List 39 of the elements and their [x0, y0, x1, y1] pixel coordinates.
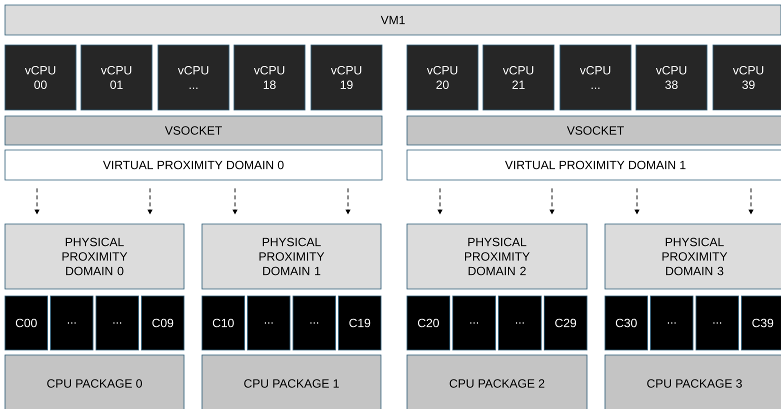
socket-bar: VSOCKET — [4, 116, 382, 146]
core-box: C39 — [741, 296, 781, 350]
core-box: C00 — [4, 296, 48, 350]
package-box: CPU PACKAGE 1 — [202, 354, 382, 409]
domain-box: PHYSICAL PROXIMITY DOMAIN 2 — [406, 224, 588, 290]
vcpu-box: vCPU ... — [158, 44, 230, 110]
socket-bar: VSOCKET — [406, 116, 781, 146]
core-box: ... — [96, 296, 139, 350]
core-box: C29 — [544, 296, 588, 350]
core-box: ... — [696, 296, 739, 350]
core-box: C09 — [141, 296, 184, 350]
core-box: C30 — [604, 296, 648, 350]
core-box: C10 — [202, 296, 245, 350]
core-box: ... — [650, 296, 694, 350]
vcpu-box: vCPU 39 — [712, 44, 781, 110]
domain-box: PHYSICAL PROXIMITY DOMAIN 1 — [202, 224, 382, 290]
vm-bar: VM1 — [4, 4, 781, 36]
vcpu-box: vCPU 38 — [636, 44, 708, 110]
core-box: ... — [247, 296, 290, 350]
core-box: ... — [292, 296, 336, 350]
domain-box: PHYSICAL PROXIMITY DOMAIN 0 — [4, 224, 184, 290]
package-box: CPU PACKAGE 2 — [406, 354, 588, 409]
core-box: ... — [452, 296, 496, 350]
domain-box: PHYSICAL PROXIMITY DOMAIN 3 — [604, 224, 781, 290]
package-box: CPU PACKAGE 0 — [4, 354, 184, 409]
core-box: ... — [498, 296, 542, 350]
vcpu-box: vCPU 18 — [234, 44, 306, 110]
vcpu-box: vCPU ... — [560, 44, 632, 110]
vcpu-box: vCPU 20 — [406, 44, 478, 110]
domain-box: VIRTUAL PROXIMITY DOMAIN 1 — [406, 150, 781, 180]
domain-box: VIRTUAL PROXIMITY DOMAIN 0 — [4, 150, 382, 180]
core-box: C19 — [338, 296, 382, 350]
package-box: CPU PACKAGE 3 — [604, 354, 781, 409]
core-box: C20 — [406, 296, 450, 350]
core-box: ... — [50, 296, 94, 350]
vcpu-box: vCPU 21 — [482, 44, 554, 110]
vcpu-box: vCPU 00 — [4, 44, 76, 110]
vcpu-box: vCPU 19 — [310, 44, 382, 110]
vcpu-box: vCPU 01 — [80, 44, 152, 110]
